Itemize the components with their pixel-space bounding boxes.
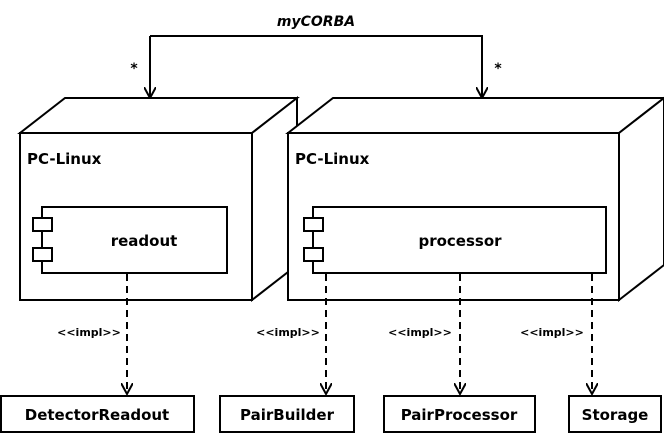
component-readout-label: readout bbox=[111, 232, 178, 250]
component-processor-box bbox=[312, 206, 607, 274]
node-1-top-face bbox=[17, 97, 300, 134]
connector-right-line bbox=[150, 35, 482, 98]
artifact-pairbuilder[interactable]: PairBuilder bbox=[219, 395, 355, 433]
stereotype-label-4: <<impl>> bbox=[520, 326, 584, 339]
left-multiplicity: * bbox=[130, 61, 138, 77]
artifact-label: DetectorReadout bbox=[25, 406, 169, 424]
node-pc-linux-1[interactable]: PC-Linux readout bbox=[17, 95, 300, 303]
artifact-label: PairProcessor bbox=[401, 406, 518, 424]
component-icon bbox=[303, 217, 324, 262]
node-2-top-face bbox=[285, 97, 664, 134]
component-icon bbox=[32, 217, 53, 262]
artifact-box bbox=[568, 395, 662, 433]
artifact-box bbox=[0, 395, 195, 433]
artifact-box bbox=[219, 395, 355, 433]
artifact-label: Storage bbox=[582, 406, 649, 424]
component-processor[interactable]: processor bbox=[303, 206, 607, 274]
node-2-side-face bbox=[618, 96, 664, 303]
node-1-title: PC-Linux bbox=[27, 150, 102, 168]
node-pc-linux-2[interactable]: PC-Linux processor bbox=[285, 96, 664, 303]
stereotype-label-2: <<impl>> bbox=[256, 326, 320, 339]
artifact-label: PairBuilder bbox=[240, 406, 335, 424]
component-processor-label: processor bbox=[418, 232, 502, 250]
artifact-storage[interactable]: Storage bbox=[568, 395, 662, 433]
corba-connector: myCORBA * * bbox=[130, 14, 502, 98]
connector-label: myCORBA bbox=[277, 14, 355, 30]
stereotype-label-1: <<impl>> bbox=[57, 326, 121, 339]
artifact-box bbox=[383, 395, 536, 433]
component-readout[interactable]: readout bbox=[32, 206, 228, 274]
artifact-pairprocessor[interactable]: PairProcessor bbox=[383, 395, 536, 433]
node-2-title: PC-Linux bbox=[295, 150, 370, 168]
impl-dependencies bbox=[127, 274, 592, 394]
stereotype-label-3: <<impl>> bbox=[388, 326, 452, 339]
component-readout-box bbox=[41, 206, 228, 274]
artifact-detectorreadout[interactable]: DetectorReadout bbox=[0, 395, 195, 433]
right-multiplicity: * bbox=[494, 61, 502, 77]
